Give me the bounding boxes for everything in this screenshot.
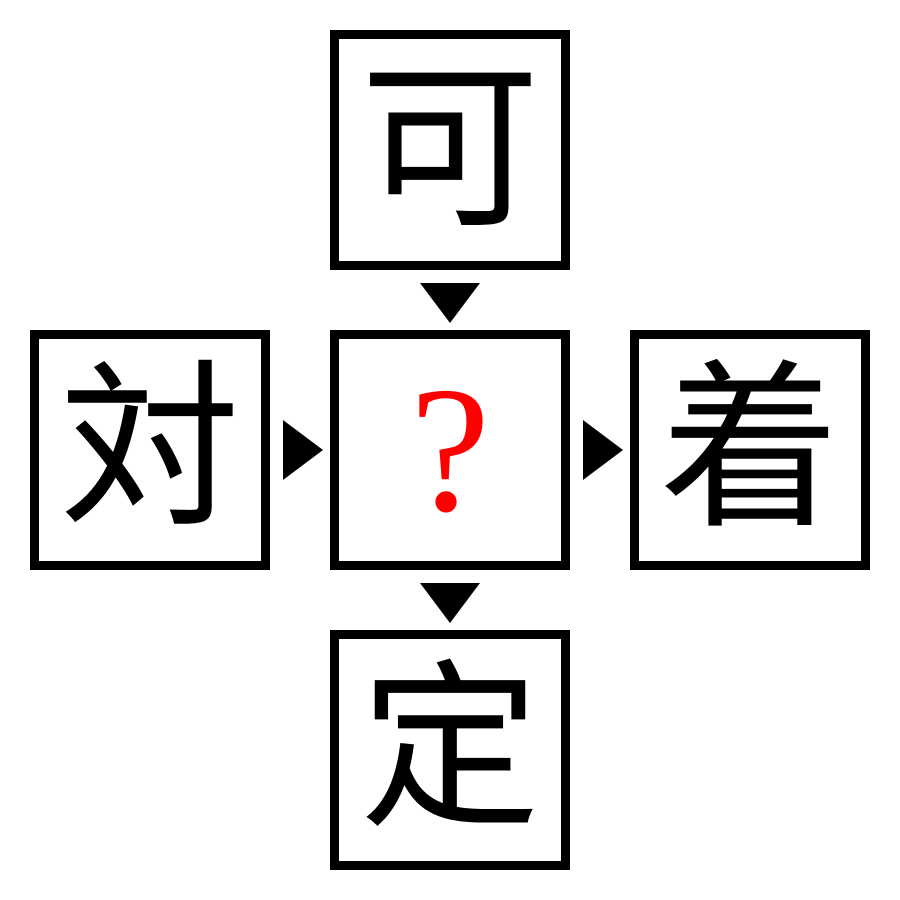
answer-cell[interactable]: ? <box>330 330 570 570</box>
left-kanji-cell: 対 <box>30 330 270 570</box>
top-kanji-cell: 可 <box>330 30 570 270</box>
top-kanji: 可 <box>359 45 540 254</box>
arrow-right-icon <box>583 420 623 480</box>
bottom-kanji-cell: 定 <box>330 630 570 870</box>
question-mark: ? <box>410 350 490 549</box>
arrow-right-icon <box>283 420 323 480</box>
arrow-down-icon <box>420 583 480 623</box>
arrow-down-icon <box>420 283 480 323</box>
bottom-kanji: 定 <box>359 645 540 854</box>
left-kanji: 対 <box>59 345 240 554</box>
right-kanji-cell: 着 <box>630 330 870 570</box>
right-kanji: 着 <box>659 345 840 554</box>
